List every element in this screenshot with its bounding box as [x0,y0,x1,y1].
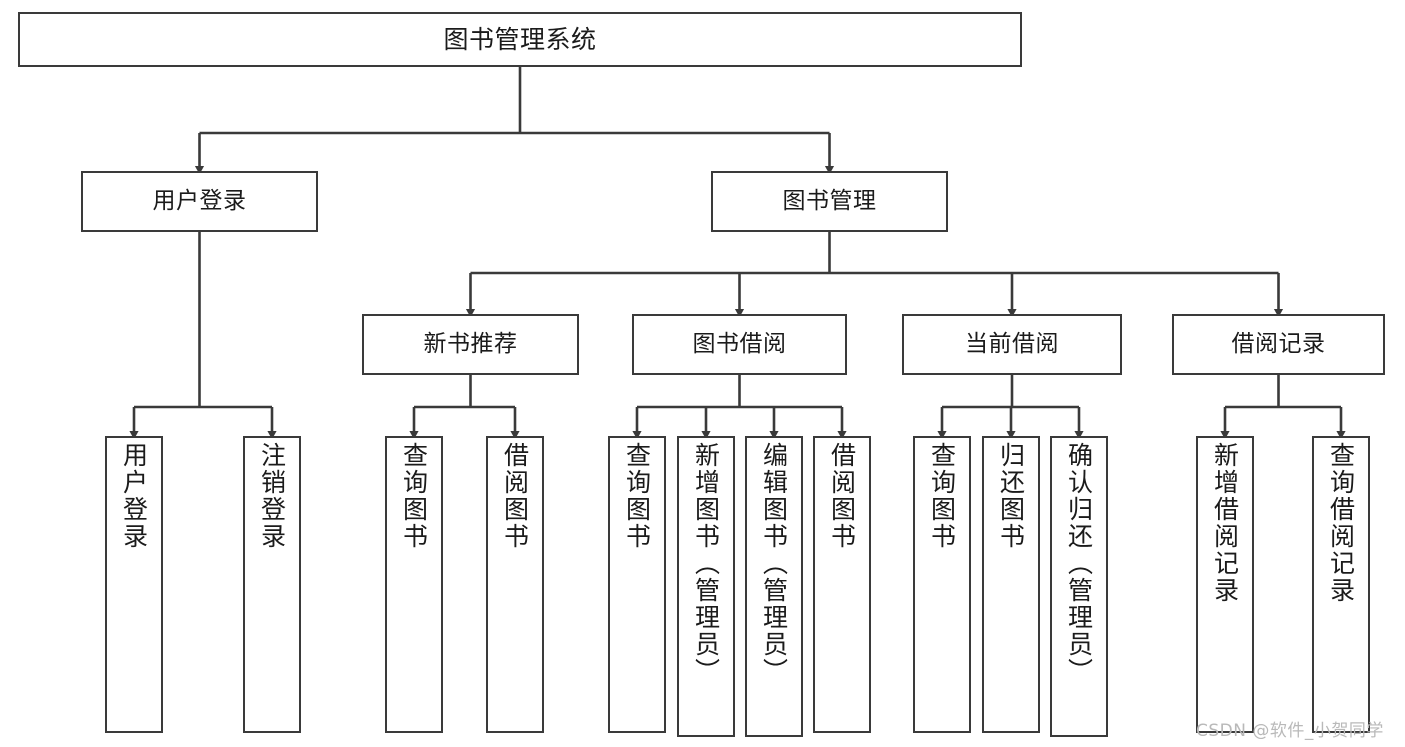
node-label: 新增图书（管理员） [691,442,721,685]
node-label: 注销登录 [257,442,287,550]
node-current[interactable]: 当前借阅 [902,314,1122,375]
node-label: 借阅图书 [827,442,857,550]
node-label: 图书借阅 [692,331,787,358]
node-label: 借阅图书 [500,442,530,550]
node-label: 新增借阅记录 [1210,442,1240,604]
node-leaf-bor-4[interactable]: 借阅图书 [813,436,871,733]
node-leaf-cur-3[interactable]: 确认归还（管理员） [1050,436,1108,737]
node-leaf-bor-1[interactable]: 查询图书 [608,436,666,733]
node-leaf-login-2[interactable]: 注销登录 [243,436,301,733]
node-label: 查询借阅记录 [1326,442,1356,604]
node-root[interactable]: 图书管理系统 [18,12,1022,67]
node-leaf-cur-1[interactable]: 查询图书 [913,436,971,733]
node-borrow[interactable]: 图书借阅 [632,314,847,375]
node-leaf-rec-1[interactable]: 新增借阅记录 [1196,436,1254,733]
node-label: 新书推荐 [423,331,518,358]
node-leaf-new-1[interactable]: 查询图书 [385,436,443,733]
csdn-watermark: CSDN @软件_小贺同学 [1196,721,1384,741]
node-label: 归还图书 [996,442,1026,550]
node-leaf-bor-3[interactable]: 编辑图书（管理员） [745,436,803,737]
node-label: 图书管理 [782,188,877,215]
node-leaf-new-2[interactable]: 借阅图书 [486,436,544,733]
node-records[interactable]: 借阅记录 [1172,314,1385,375]
node-leaf-rec-2[interactable]: 查询借阅记录 [1312,436,1370,733]
connector-lines [129,67,1346,440]
node-bookmgmt[interactable]: 图书管理 [711,171,948,232]
node-label: 用户登录 [119,442,149,550]
node-leaf-cur-2[interactable]: 归还图书 [982,436,1040,733]
node-leaf-bor-2[interactable]: 新增图书（管理员） [677,436,735,737]
node-newbook[interactable]: 新书推荐 [362,314,579,375]
node-label: 编辑图书（管理员） [759,442,789,685]
node-label: 查询图书 [622,442,652,550]
node-label: 当前借阅 [965,331,1059,358]
node-label: 确认归还（管理员） [1064,442,1094,685]
node-label: 图书管理系统 [443,24,597,54]
node-label: 查询图书 [399,442,429,550]
node-label: 用户登录 [152,188,247,215]
node-label: 查询图书 [927,442,957,550]
node-label: 借阅记录 [1231,331,1326,358]
node-leaf-login-1[interactable]: 用户登录 [105,436,163,733]
node-login[interactable]: 用户登录 [81,171,318,232]
